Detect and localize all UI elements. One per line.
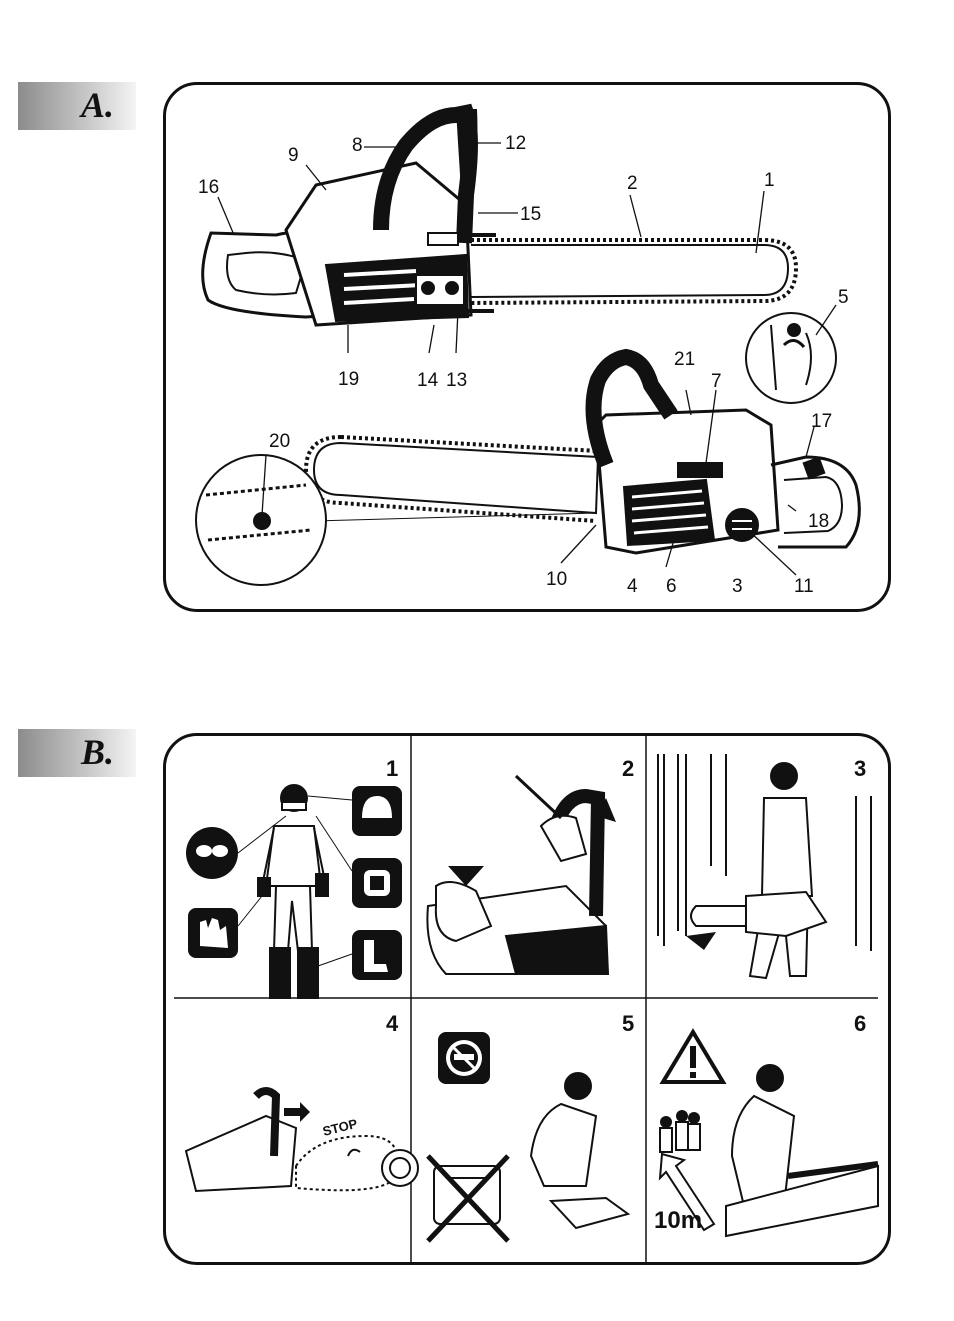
cell-5-number: 5 <box>622 1011 634 1036</box>
callout-21: 21 <box>674 349 695 370</box>
section-b-label: B. <box>80 732 114 772</box>
icon-leaders <box>237 795 353 967</box>
callout-leaders <box>217 142 837 576</box>
callout-16: 16 <box>198 177 219 198</box>
prohibited-cross <box>426 1154 510 1243</box>
callout-5: 5 <box>838 287 849 308</box>
callout-2: 2 <box>627 173 638 194</box>
cell-4-number: 4 <box>386 1011 399 1036</box>
warning-triangle-icon <box>659 1028 727 1084</box>
callout-6: 6 <box>666 576 677 597</box>
callout-4: 4 <box>627 576 638 597</box>
cell-4-chain-brake: 4 STOP <box>184 1011 419 1193</box>
distance-label: 10m <box>654 1207 702 1234</box>
callout-14: 14 <box>417 370 439 391</box>
callout-12: 12 <box>505 133 526 154</box>
callout-11: 11 <box>794 576 814 597</box>
lift-up-arrow <box>596 798 616 822</box>
stop-label: STOP <box>321 1116 359 1139</box>
chainsaw-top <box>201 103 799 327</box>
forest-trees <box>657 754 872 951</box>
boots-icon <box>352 930 402 980</box>
no-smoking-icon <box>438 1032 490 1084</box>
callout-10: 10 <box>546 569 567 590</box>
callout-9: 9 <box>288 145 299 166</box>
cell-2-number: 2 <box>622 756 634 781</box>
detail-circle-20 <box>195 454 327 586</box>
callout-13: 13 <box>446 370 467 391</box>
callout-19: 19 <box>338 369 359 390</box>
press-down-arrow <box>448 866 484 886</box>
goggles-icon <box>186 827 238 879</box>
section-a-tab: A. <box>18 82 136 130</box>
section-b-tab: B. <box>18 729 136 777</box>
worker-figure <box>257 784 329 999</box>
callout-1: 1 <box>764 170 775 191</box>
chainsaw-bottom <box>303 348 861 555</box>
cell-6-keep-distance: 6 10m <box>654 1011 879 1238</box>
figure-a-panel: 1 2 3 4 5 6 7 8 9 10 11 12 13 14 15 16 1… <box>163 82 891 612</box>
callout-numbers: 1 2 3 4 5 6 7 8 9 10 11 12 13 14 15 16 1… <box>198 133 849 597</box>
cell-1-protective-gear: 1 <box>186 756 402 999</box>
section-a-label: A. <box>80 85 114 125</box>
callout-17: 17 <box>811 411 832 432</box>
cell-1-number: 1 <box>386 756 398 781</box>
cell-3-carry: 3 <box>657 754 872 980</box>
callout-15: 15 <box>520 204 541 225</box>
callout-20: 20 <box>269 431 290 452</box>
chainsaw-parts-diagram: 1 2 3 4 5 6 7 8 9 10 11 12 13 14 15 16 1… <box>195 103 861 597</box>
gloves-icon <box>188 908 238 958</box>
helmet-icon <box>352 786 402 836</box>
callout-18: 18 <box>808 511 829 532</box>
ear-protection-icon <box>352 858 402 908</box>
brake-push-arrow <box>284 1102 310 1122</box>
cell-5-no-smoking: 5 <box>426 1011 634 1243</box>
callout-8: 8 <box>352 135 363 156</box>
cell-3-number: 3 <box>854 756 866 781</box>
distance-arrow <box>658 1152 716 1232</box>
cell-2-grip: 2 <box>426 756 634 975</box>
carry-arrow <box>686 932 716 950</box>
callout-7: 7 <box>711 371 722 392</box>
callout-3: 3 <box>732 576 743 597</box>
figure-b-panel: 1 <box>163 733 891 1265</box>
safety-instructions-grid: 1 <box>174 736 879 1262</box>
detail-circle-5 <box>745 312 837 404</box>
cell-6-number: 6 <box>854 1011 866 1036</box>
